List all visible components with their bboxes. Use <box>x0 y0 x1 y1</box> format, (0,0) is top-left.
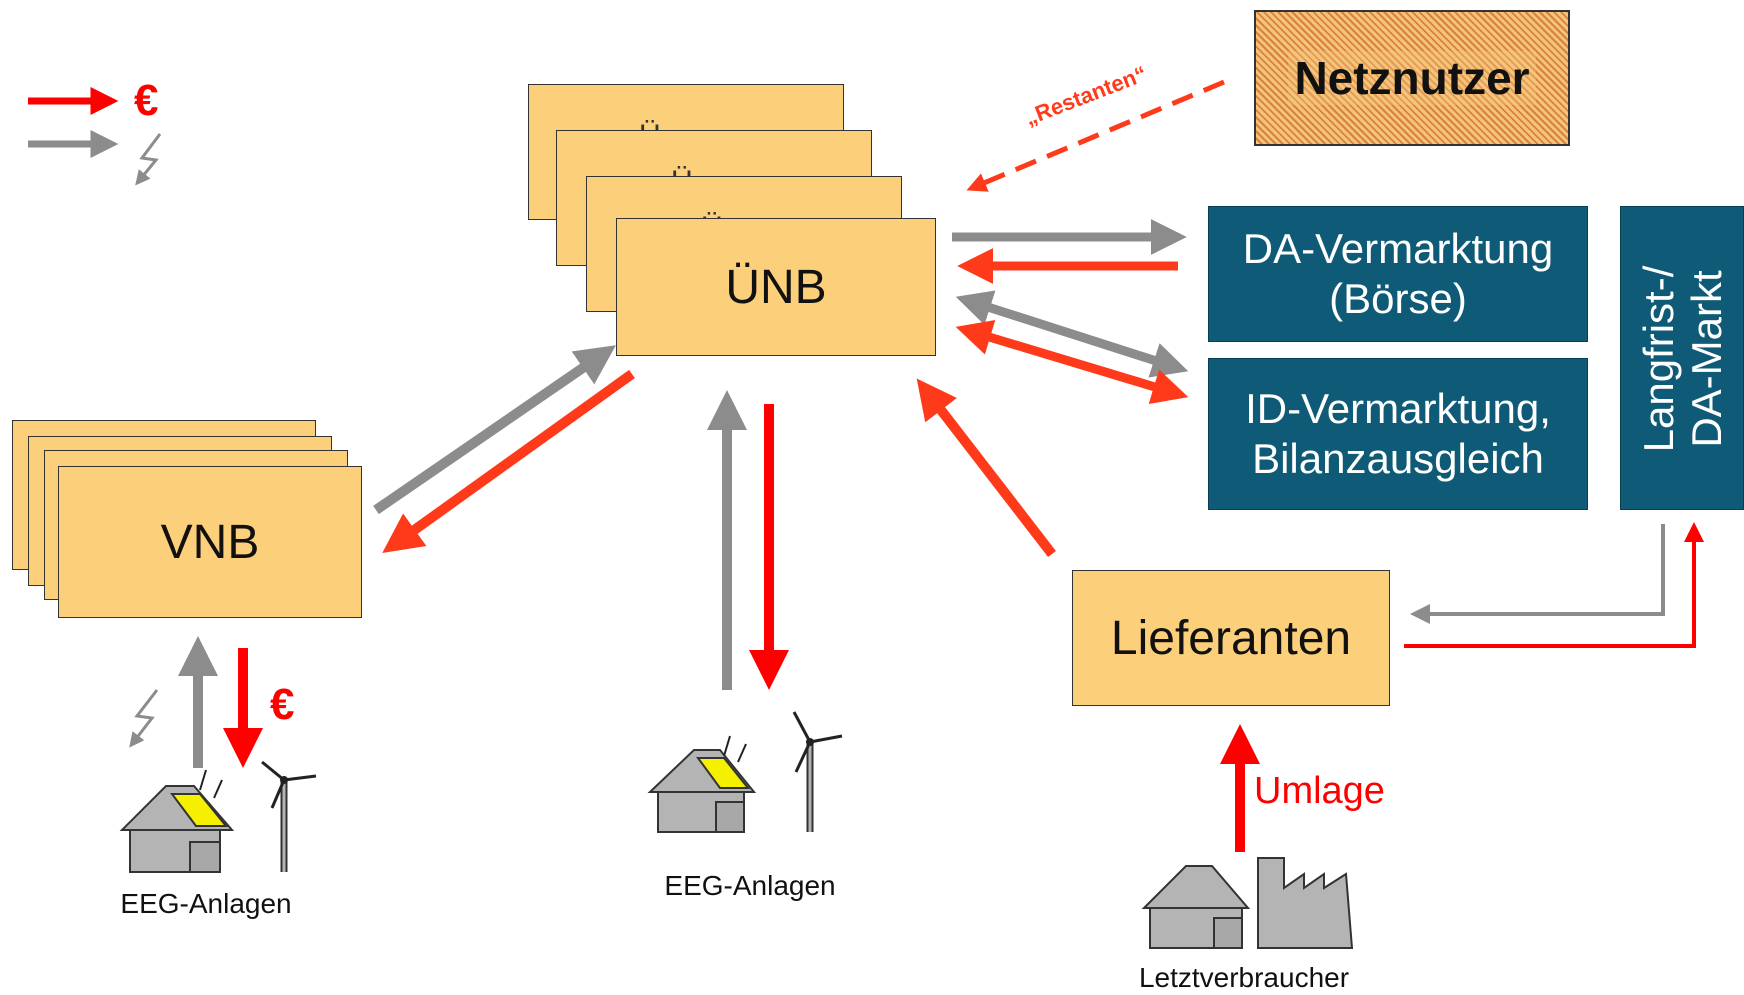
uenb-id-money-arrow <box>955 320 1189 404</box>
markt-line2: DA-Markt <box>1683 270 1731 448</box>
letztverbraucher-caption: Letztverbraucher <box>1138 962 1350 993</box>
markt-to-lieferanten-energy-line <box>1410 524 1665 624</box>
id-vermarktung-line1: ID-Vermarktung, <box>1245 384 1551 432</box>
uenb-to-vnb-money-arrow <box>382 369 635 553</box>
house-solar-icon <box>119 769 235 873</box>
factory-icon <box>1257 857 1354 949</box>
netznutzer-box: Netznutzer <box>1254 10 1570 146</box>
consumer-house-icon <box>1141 865 1251 949</box>
markt-label: Langfrist-/ DA-Markt <box>1635 207 1731 509</box>
id-vermarktung-box: ID-Vermarktung, Bilanzausgleich <box>1208 358 1588 510</box>
markt-box: Langfrist-/ DA-Markt <box>1620 206 1744 510</box>
house-solar-icon-center <box>647 735 757 833</box>
lightning-icon <box>129 689 159 748</box>
restanten-dashed-arrow <box>966 79 1225 192</box>
id-vermarktung-line2: Bilanzausgleich <box>1252 435 1544 482</box>
eeg-center-caption: EEG-Anlagen <box>664 870 836 901</box>
wind-turbine-icon <box>261 760 317 872</box>
lieferanten-box: Lieferanten <box>1072 570 1390 706</box>
umlage-label: Umlage <box>1254 770 1385 812</box>
da-vermarktung-box: DA-Vermarktung (Börse) <box>1208 206 1588 342</box>
legend-lightning-icon <box>135 133 162 186</box>
euro-label: € <box>270 680 295 729</box>
eeg-left-caption: EEG-Anlagen <box>120 888 292 919</box>
vnb-to-uenb-energy-arrow <box>373 345 616 515</box>
da-vermarktung-line2: (Börse) <box>1329 275 1467 322</box>
vnb-label: VNB <box>160 515 260 569</box>
wind-turbine-icon-center <box>792 711 843 832</box>
da-vermarktung-line1: DA-Vermarktung <box>1242 224 1554 272</box>
uenb-box: ÜNB <box>616 218 936 356</box>
lieferanten-to-markt-money-line <box>1404 522 1704 648</box>
lieferanten-to-uenb-money-arrow <box>916 378 1056 558</box>
lieferanten-label: Lieferanten <box>1110 611 1352 665</box>
legend-money-label: € <box>134 76 159 125</box>
markt-line1: Langfrist-/ <box>1635 265 1682 453</box>
vnb-box: VNB <box>58 466 362 618</box>
uenb-label: ÜNB <box>725 260 827 314</box>
netznutzer-label: Netznutzer <box>1288 51 1536 105</box>
